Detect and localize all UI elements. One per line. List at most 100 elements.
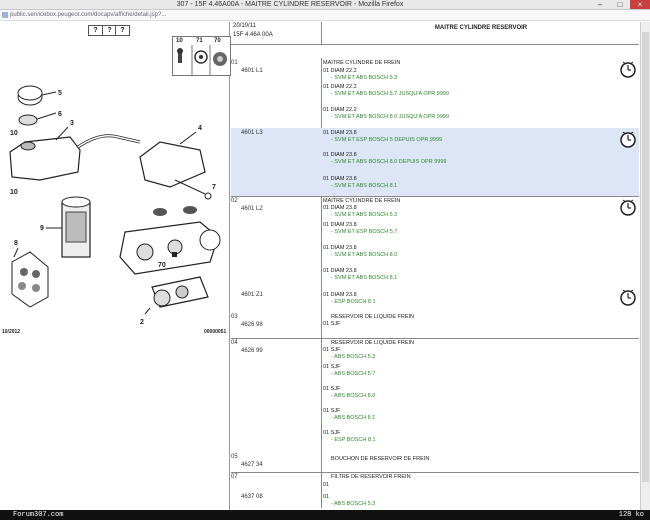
part-line: - ABS BOSCH 8.1	[331, 415, 376, 421]
parts-list-pane: 20/10/11 15F 4.46A 00A MAITRE CYLINDRE R…	[231, 22, 639, 510]
part-line: - SVM ET ABS BOSCH 8.1	[331, 275, 398, 281]
row-ref[interactable]: 4601 L1	[241, 68, 263, 74]
window-title: 307 - 15F 4.46A00A - MAITRE CYLINDRE RES…	[176, 1, 404, 8]
row-divider	[231, 196, 639, 197]
part-line: 01	[323, 482, 330, 488]
callout-4[interactable]: 4	[198, 125, 202, 132]
site-icon	[2, 12, 8, 18]
status-right: 128 ko	[618, 511, 644, 519]
part-line: 01 DIAM 23.8	[323, 222, 357, 228]
part-line: 01 DIAM 23.8	[323, 268, 357, 274]
header-code: 15F 4.46A 00A	[233, 32, 273, 38]
zoom-out-icon[interactable]: ?	[102, 26, 116, 35]
part-line: - ESP BOSCH 8.1	[331, 299, 376, 305]
minimize-button[interactable]: –	[597, 0, 603, 9]
part-line: - SVM ET ABS BOSCH 8.0 DEPUIS OPR 9999	[331, 159, 447, 165]
master-cylinder-diagram-icon: 5 6 10 3 4 10 7 9 8 70 2	[9, 85, 221, 326]
address-bar[interactable]: public.servicebox.peugeot.com/docapv/aff…	[0, 10, 650, 21]
row-ref[interactable]: 4627 34	[241, 462, 263, 468]
legend-parts-icon	[177, 45, 227, 75]
zoom-in-icon[interactable]: ?	[93, 27, 98, 34]
row-divider	[231, 472, 639, 473]
part-line: - SVM ET ABS BOSCH 8.0	[331, 252, 398, 258]
row-ref[interactable]: 4637 08	[241, 494, 263, 500]
callout-7[interactable]: 7	[212, 184, 216, 191]
clock-icon[interactable]	[619, 60, 637, 78]
page-title: MAITRE CYLINDRE RESERVOIR	[434, 25, 528, 31]
parts-ref-column	[231, 58, 322, 508]
close-button[interactable]: ×	[630, 0, 650, 9]
part-line: - SVM ET ABS BOSCH 5.3	[331, 75, 398, 81]
part-line: 01 SJF	[323, 408, 341, 414]
part-line: MAITRE CYLINDRE DE FREIN	[323, 60, 401, 66]
part-line: RESERVOIR DE LIQUIDE FREIN	[331, 340, 415, 346]
part-line: 01 SJF	[323, 386, 341, 392]
callout-10b[interactable]: 10	[10, 189, 18, 196]
part-line: FILTRE DE RESERVOIR FREIN	[331, 474, 411, 480]
row-index: 04	[231, 340, 238, 346]
row-index: 07	[231, 474, 238, 480]
callout-5[interactable]: 5	[58, 90, 62, 97]
table-row[interactable]: 07 4637 08 FILTRE DE RESERVOIR FREIN 01 …	[231, 474, 639, 510]
clock-icon[interactable]	[619, 130, 637, 148]
clock-icon[interactable]	[619, 288, 637, 306]
part-line: 01	[323, 494, 330, 500]
row-ref[interactable]: 4626 98	[241, 322, 263, 328]
row-ref[interactable]: 4601 L3	[241, 130, 263, 136]
vertical-scrollbar[interactable]	[640, 22, 650, 510]
parts-header: 20/10/11 15F 4.46A 00A MAITRE CYLINDRE R…	[231, 22, 639, 45]
diagram-pane: ? ? ? 10 71 70	[0, 22, 231, 510]
part-line: RESERVOIR DE LIQUIDE FREIN	[331, 314, 415, 320]
row-ref[interactable]: 4601 Z1	[241, 292, 264, 298]
scroll-thumb[interactable]	[642, 32, 649, 482]
table-row[interactable]: 05 4627 34 BOUCHON DE RESERVOIR DE FREIN	[231, 454, 639, 470]
exploded-parts-diagram: 5 6 10 3 4 10 7 9 8 70 2	[0, 62, 229, 332]
part-line: - ABS BOSCH 5.7	[331, 371, 376, 377]
part-line: - ABS BOSCH 5.3	[331, 354, 376, 360]
part-line: - SVM ET ABS BOSCH 5.7 JUSQU'A OPR 9999	[331, 91, 450, 97]
row-index: 03	[231, 314, 238, 320]
callout-3[interactable]: 3	[70, 120, 74, 127]
part-line: - ABS BOSCH 8.0	[331, 393, 376, 399]
row-ref[interactable]: 4601 L2	[241, 206, 263, 212]
table-row-selected[interactable]: 4601 L3 01 DIAM 23.8 - SVM ET ESP BOSCH …	[231, 128, 639, 196]
address-url[interactable]: public.servicebox.peugeot.com/docapv/aff…	[10, 12, 167, 18]
part-line: - SVM ET ABS BOSCH 5.3	[331, 212, 398, 218]
part-line: 01 DIAM 23.8	[323, 130, 357, 136]
legend-label: 71	[196, 38, 203, 44]
callout-6[interactable]: 6	[58, 111, 62, 118]
part-line: 01 DIAM 22.2	[323, 68, 357, 74]
part-line: 01 SJF	[323, 430, 341, 436]
callout-2[interactable]: 2	[140, 319, 144, 326]
part-line: 01 DIAM 22.2	[323, 107, 357, 113]
callout-8[interactable]: 8	[14, 240, 18, 247]
table-row[interactable]: 4601 Z1 01 DIAM 23.8 - ESP BOSCH 8.1	[231, 288, 639, 312]
part-line: 01 DIAM 23.8	[323, 176, 357, 182]
diagram-toolbar: ? ? ?	[88, 25, 130, 36]
status-bar: Forum307.com 128 ko	[0, 510, 650, 520]
callout-70[interactable]: 70	[158, 262, 166, 269]
part-line: 01 SJF	[323, 347, 341, 353]
row-index: 05	[231, 454, 238, 460]
parts-header-meta: 20/10/11 15F 4.46A 00A	[231, 22, 322, 44]
maximize-button[interactable]: □	[617, 0, 623, 9]
legend-label: 10	[176, 38, 183, 44]
print-icon[interactable]: ?	[115, 26, 129, 35]
clock-icon[interactable]	[619, 198, 637, 216]
diagram-date: 10/2012	[2, 329, 21, 335]
legend-label: 70	[214, 38, 221, 44]
status-left: Forum307.com	[13, 511, 64, 519]
callout-9[interactable]: 9	[40, 225, 44, 232]
part-line: 01 DIAM 23.8	[323, 245, 357, 251]
table-row[interactable]: 04 4626 99 RESERVOIR DE LIQUIDE FREIN 01…	[231, 340, 639, 443]
table-row[interactable]: 03 4626 98 RESERVOIR DE LIQUIDE FREIN 01…	[231, 314, 639, 336]
row-ref[interactable]: 4626 99	[241, 348, 263, 354]
table-row[interactable]: 01 4601 L1 MAITRE CYLINDRE DE FREIN 01 D…	[231, 60, 639, 128]
table-row[interactable]: 02 4601 L2 MAITRE CYLINDRE DE FREIN 01 D…	[231, 198, 639, 288]
part-line: - ABS BOSCH 5.3	[331, 501, 376, 507]
diagram-code: 00000051	[204, 329, 227, 335]
window-titlebar: 307 - 15F 4.46A00A - MAITRE CYLINDRE RES…	[0, 0, 650, 10]
part-line: - ESP BOSCH 8.1	[331, 437, 376, 443]
callout-10[interactable]: 10	[10, 130, 18, 137]
part-line: MAITRE CYLINDRE DE FREIN	[323, 198, 401, 204]
